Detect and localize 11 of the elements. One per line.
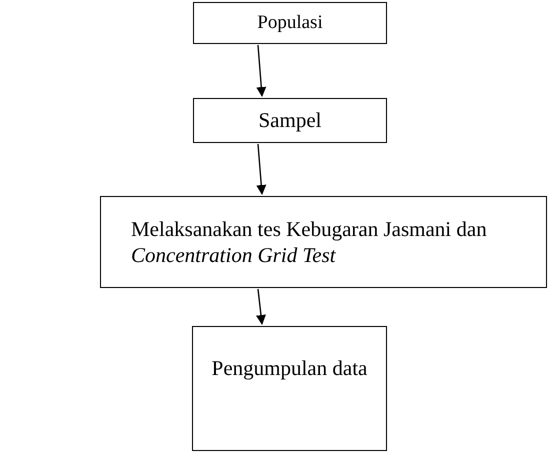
arrow (256, 44, 266, 97)
box-text: Melaksanakan tes Kebugaran Jasmani dan Concentration Grid Test (131, 216, 488, 268)
process-box (192, 326, 387, 451)
box-text: Pengumpulan data (212, 355, 368, 382)
process-box (100, 196, 547, 288)
box-text: Sampel (258, 107, 322, 134)
arrow (256, 288, 266, 325)
arrow (256, 144, 266, 195)
process-box (193, 2, 387, 44)
box-text: Populasi (257, 11, 323, 35)
process-box (193, 98, 387, 143)
